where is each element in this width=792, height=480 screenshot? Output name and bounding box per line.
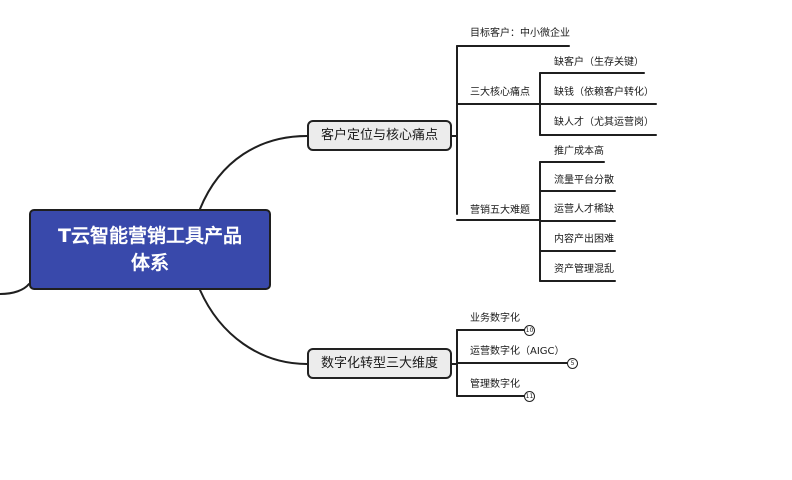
leaf-management-digitalization[interactable]: 管理数字化 (470, 379, 520, 390)
leaf-target-customer[interactable]: 目标客户：中小微企业 (470, 28, 570, 39)
leaf-problem-5[interactable]: 资产管理混乱 (554, 264, 614, 275)
branch-digital-transformation[interactable]: 数字化转型三大维度 (307, 348, 453, 379)
collapsed-count-badge[interactable]: 5 (567, 358, 578, 369)
subtopic-core-pains[interactable]: 三大核心痛点 (470, 87, 530, 98)
leaf-business-digitalization[interactable]: 业务数字化 (470, 313, 520, 324)
root-topic-line-1: T云智能营销工具产品 (58, 224, 242, 247)
root-topic-line-2: 体系 (130, 251, 169, 274)
subtopic-marketing-problems[interactable]: 营销五大难题 (470, 205, 530, 216)
leaf-problem-4[interactable]: 内容产出困难 (554, 234, 614, 245)
branch-digital-transformation-label: 数字化转型三大维度 (321, 356, 439, 371)
leaf-pain-3[interactable]: 缺人才（尤其运营岗） (554, 117, 654, 128)
leaf-problem-1[interactable]: 推广成本高 (554, 146, 604, 157)
leaf-problem-3[interactable]: 运营人才稀缺 (554, 204, 614, 215)
collapsed-count-badge[interactable]: 10 (524, 325, 535, 336)
leaf-pain-2[interactable]: 缺钱（依赖客户转化） (554, 87, 654, 98)
leaf-problem-2[interactable]: 流量平台分散 (554, 175, 614, 186)
leaf-operations-digitalization[interactable]: 运营数字化（AIGC） (470, 346, 565, 357)
collapsed-count-badge[interactable]: 11 (524, 391, 535, 402)
branch-customer-positioning[interactable]: 客户定位与核心痛点 (307, 120, 453, 151)
branch-customer-positioning-label: 客户定位与核心痛点 (321, 128, 439, 143)
leaf-pain-1[interactable]: 缺客户（生存关键） (554, 57, 644, 68)
root-topic[interactable]: T云智能营销工具产品 体系 (29, 209, 271, 290)
